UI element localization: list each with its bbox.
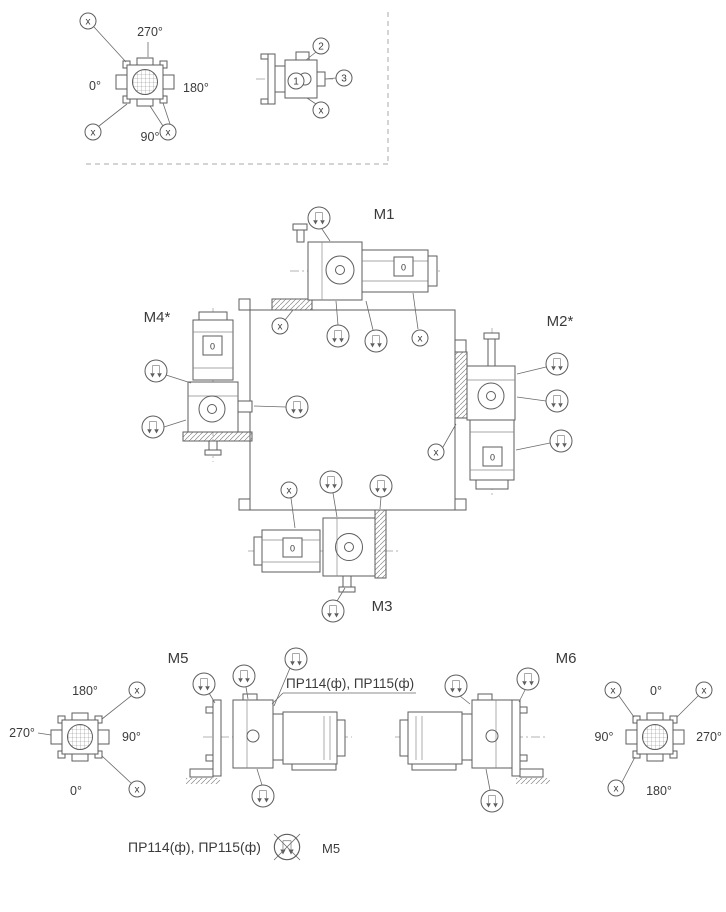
angle-0-label: 0° [650, 684, 662, 698]
x-marker: x [312, 101, 330, 119]
svg-text:x: x [319, 106, 324, 117]
oil-plug-icon [319, 470, 343, 494]
gearbox-front-view [50, 712, 110, 762]
crossed-out-strike [273, 833, 301, 861]
x-marker: x [695, 681, 713, 699]
svg-text:x: x [614, 784, 619, 795]
angle-90-label: 90° [595, 730, 614, 744]
terminal-box-label: 0 [401, 263, 406, 273]
legend-m5-label: M5 [322, 841, 340, 856]
x-marker: x [128, 780, 146, 798]
svg-text:x: x [418, 334, 423, 345]
svg-text:2: 2 [318, 42, 324, 53]
terminal-box [282, 537, 303, 558]
compass-top-left: 270° 0° 180° 90° x x x [79, 12, 209, 144]
angle-90-label: 90° [141, 130, 160, 144]
position-2-marker: 2 [312, 37, 330, 55]
oil-plug-icon [480, 789, 504, 813]
angle-270-label: 270° [137, 25, 163, 39]
angle-0-label: 0° [89, 79, 101, 93]
oil-plug-icon [144, 359, 168, 383]
m1-label: M1 [374, 206, 395, 223]
m2-label: M2* [547, 313, 574, 330]
oil-plug-icon [284, 647, 308, 671]
angle-180-label: 180° [646, 784, 672, 798]
x-marker: x [159, 123, 177, 141]
overview-dashed-border [86, 12, 389, 165]
oil-plug-icon [444, 674, 468, 698]
m5-label: M5 [168, 650, 189, 667]
terminal-box-label: 0 [490, 453, 495, 463]
svg-text:x: x [702, 686, 707, 697]
compass-bottom-right: x 0° x 90° 270° x 180° [595, 681, 722, 798]
svg-text:x: x [86, 17, 91, 28]
pr-callout-label: ПР114(ф), ПР115(ф) [286, 676, 414, 691]
x-marker: x [271, 317, 289, 335]
svg-text:3: 3 [341, 74, 347, 85]
x-marker: x [411, 329, 429, 347]
m1-assembly: 0 M1 x x [271, 206, 442, 353]
terminal-box [482, 446, 503, 467]
position-1-marker: 1 [287, 72, 305, 90]
oil-plug-icon [251, 784, 275, 808]
svg-text:x: x [135, 785, 140, 796]
oil-plug-icon [549, 429, 573, 453]
oil-plug-icon [369, 474, 393, 498]
legend-pr-label: ПР114(ф), ПР115(ф) [128, 839, 261, 855]
terminal-box-label: 0 [290, 544, 295, 554]
oil-plug-icon [307, 206, 331, 230]
angle-180-label: 180° [72, 684, 98, 698]
angle-270-label: 270° [696, 730, 722, 744]
oil-plug-icon [545, 352, 569, 376]
oil-plug-icon [141, 415, 165, 439]
side-view-numbered: 2 1 3 x [256, 37, 353, 119]
legend: ПР114(ф), ПР115(ф) M5 [128, 833, 340, 861]
svg-text:x: x [287, 486, 292, 497]
svg-text:x: x [611, 686, 616, 697]
angle-270-label: 270° [9, 726, 35, 740]
oil-plug-icon [321, 599, 345, 623]
terminal-box [393, 256, 414, 277]
m4-label: M4* [144, 309, 171, 326]
oil-plug-icon [232, 664, 256, 688]
m4-assembly: 0 M4* [141, 308, 309, 462]
oil-plug-icon [192, 672, 216, 696]
x-marker: x [128, 681, 146, 699]
position-3-marker: 3 [335, 69, 353, 87]
svg-text:x: x [278, 322, 283, 333]
m6-assembly: M6 [395, 650, 577, 813]
m2-assembly: 0 M2* x [427, 313, 574, 498]
x-marker: x [604, 681, 622, 699]
m5-assembly: M5 ПР114(ф), ПР115(ф) [168, 647, 416, 808]
svg-text:x: x [166, 128, 171, 139]
angle-180-label: 180° [183, 81, 209, 95]
angle-90-label: 90° [122, 730, 141, 744]
x-marker: x [607, 779, 625, 797]
oil-plug-icon [326, 324, 350, 348]
gearbox-front-view [625, 712, 685, 762]
terminal-box-label: 0 [210, 342, 215, 352]
svg-text:x: x [91, 128, 96, 139]
m6-label: M6 [556, 650, 577, 667]
x-marker: x [280, 481, 298, 499]
m3-assembly: 0 M3 x [248, 470, 400, 623]
oil-plug-icon [364, 329, 388, 353]
svg-text:x: x [135, 686, 140, 697]
svg-text:1: 1 [293, 77, 299, 88]
oil-plug-icon [516, 667, 540, 691]
svg-text:x: x [434, 448, 439, 459]
x-marker: x [427, 443, 445, 461]
terminal-box [202, 335, 223, 356]
compass-bottom-left: 180° x 270° 90° x 0° [9, 681, 146, 798]
oil-plug-icon [545, 389, 569, 413]
gearbox-front-view [115, 57, 175, 107]
oil-plug-icon [285, 395, 309, 419]
m3-label: M3 [372, 598, 393, 615]
x-marker: x [84, 123, 102, 141]
x-marker: x [79, 12, 97, 30]
angle-0-label: 0° [70, 784, 82, 798]
